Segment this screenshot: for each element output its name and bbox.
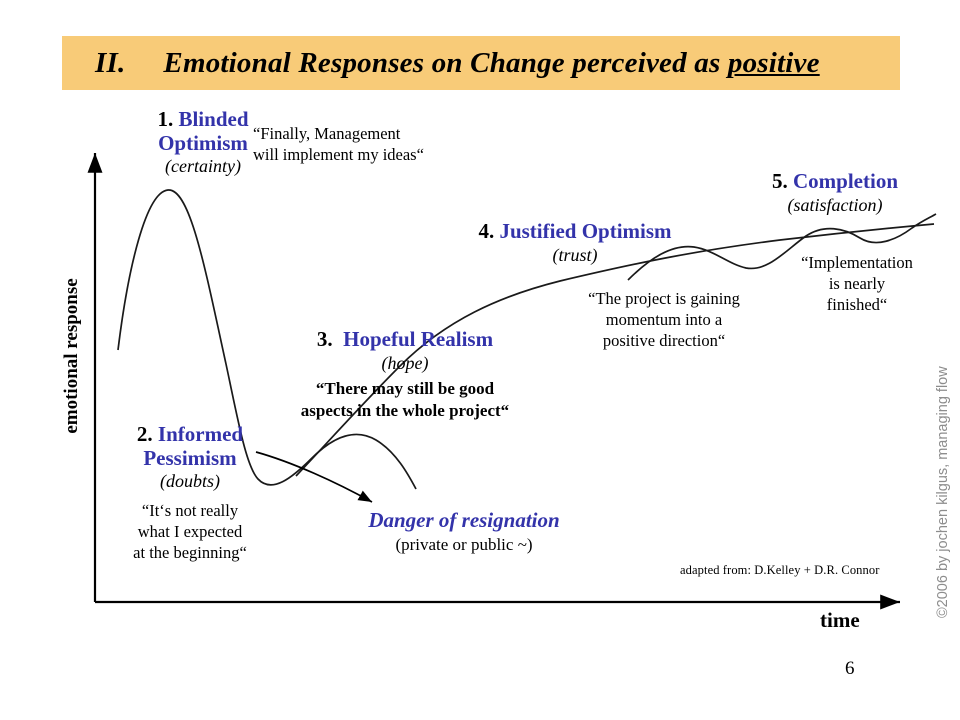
stage-2-name: Informed [157, 422, 244, 446]
x-axis-label: time [820, 608, 860, 632]
quote-4-line-1: “The project is gaining [588, 289, 740, 308]
page-number: 6 [845, 658, 855, 679]
quote-4-line-2: momentum into a [605, 310, 723, 330]
title-text-underlined: positive [727, 46, 820, 79]
stage-3-subtitle: (hope) [381, 352, 429, 373]
stage-2-heading-line2: Pessimism [90, 445, 290, 471]
danger-subtitle: (private or public ~) [395, 535, 533, 554]
emotion-curve-wave [627, 213, 937, 281]
quote-1-line-1: “Finally, Management [253, 124, 401, 143]
stage-4-subtitle: (trust) [552, 244, 598, 265]
stage-1-name: Blinded [178, 107, 249, 131]
title-text-before: Emotional Responses on Change perceived … [163, 46, 728, 79]
stage-3-number: 3. [316, 327, 333, 351]
danger-heading: Danger of resignation [368, 508, 560, 532]
stage-2-informed-pessimism: 2. Informed Pessimism (doubts) [90, 422, 290, 492]
stage-3-name: Hopeful Realism [343, 327, 494, 351]
stage-4-justified-optimism: 4. Justified Optimism (trust) [430, 219, 720, 265]
quote-2-line-2: what I expected [137, 522, 243, 542]
copyright-notice: ©2006 by jochen kilgus, managing flow [935, 366, 951, 618]
quote-3: “There may still be good aspects in the … [274, 378, 536, 422]
emotion-curve-main [117, 189, 417, 490]
quote-2-line-3: at the beginning“ [133, 543, 247, 563]
stage-2-number: 2. [136, 422, 153, 446]
stage-1-name-2: Optimism [158, 130, 248, 155]
quote-3-line-2: aspects in the whole project“ [300, 400, 510, 420]
stage-2-name-2: Pessimism [143, 445, 237, 470]
stage-4-heading: 4. Justified Optimism [430, 219, 720, 244]
emotion-curve-recovery [295, 223, 935, 477]
stage-1-blinded-optimism: 1. Blinded Optimism (certainty) [98, 107, 308, 177]
title-number: II. [95, 46, 126, 79]
quote-1: “Finally, Management will implement my i… [253, 123, 424, 165]
stage-3-heading: 3. Hopeful Realism [274, 327, 536, 352]
stage-1-heading: 1. Blinded [98, 107, 308, 132]
stage-4-number: 4. [478, 219, 495, 243]
stage-5-heading: 5. Completion [735, 169, 935, 194]
quote-4-line-3: positive direction“ [602, 331, 726, 351]
stage-5-number: 5. [772, 169, 788, 193]
danger-of-resignation-callout: Danger of resignation (private or public… [330, 508, 598, 555]
stage-5-name: Completion [793, 169, 898, 193]
danger-of-resignation-arrow [255, 451, 373, 503]
source-credit: adapted from: D.Kelley + D.R. Connor [680, 563, 880, 577]
title-main: Emotional Responses on Change perceived … [125, 47, 819, 80]
stage-3-hopeful-realism: 3. Hopeful Realism (hope) [274, 327, 536, 373]
quote-5-line-2: is nearly [828, 274, 886, 294]
page-title: II. Emotional Responses on Change percei… [62, 36, 900, 90]
stage-5-subtitle: (satisfaction) [787, 194, 883, 215]
quote-4: “The project is gaining momentum into a … [546, 288, 782, 351]
stage-1-subtitle: (certainty) [165, 156, 241, 177]
stage-1-number: 1. [157, 107, 174, 131]
stage-2-subtitle: (doubts) [160, 471, 220, 492]
quote-2-line-1: “It‘s not really [141, 501, 239, 520]
stage-5-completion: 5. Completion (satisfaction) [735, 169, 935, 215]
quote-5: “Implementation is nearly finished“ [782, 252, 932, 315]
y-axis-label: emotional response [61, 278, 82, 434]
quote-5-line-3: finished“ [826, 295, 888, 315]
stage-4-name: Justified Optimism [499, 219, 672, 243]
quote-1-line-2: will implement my ideas“ [253, 145, 424, 165]
title-band [62, 36, 900, 90]
stage-1-heading-line2: Optimism [98, 130, 308, 156]
stage-2-heading: 2. Informed [90, 422, 290, 447]
quote-3-line-1: “There may still be good [315, 379, 495, 398]
quote-2: “It‘s not really what I expected at the … [90, 500, 290, 563]
quote-5-line-1: “Implementation [801, 253, 913, 272]
